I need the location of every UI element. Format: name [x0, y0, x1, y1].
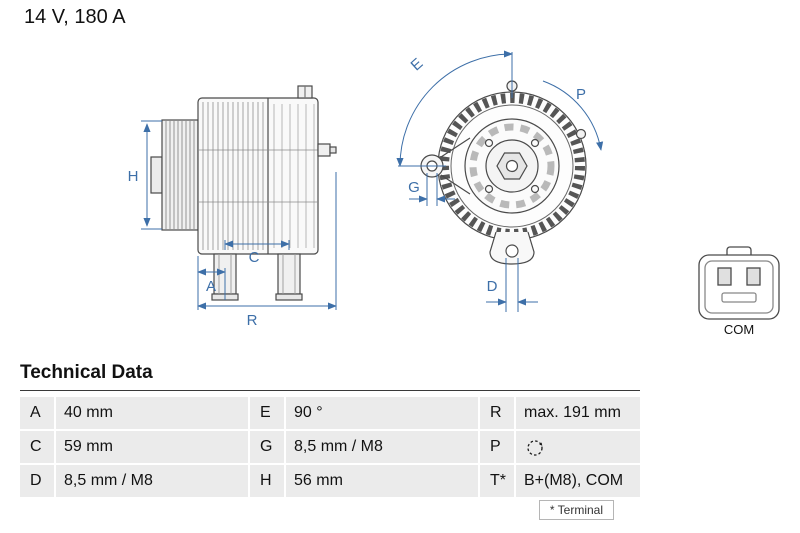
mounting-lug-rear: [277, 253, 301, 295]
b-plus-terminal: [317, 143, 331, 157]
spec-key-P: P: [480, 431, 514, 463]
bottom-lug-hole: [505, 244, 519, 258]
spec-key-C: C: [20, 431, 54, 463]
spec-value-R: max. 191 mm: [516, 397, 640, 429]
dim-G-lines: [426, 173, 438, 206]
spec-key-R: R: [480, 397, 514, 429]
footnote-wrap: * Terminal: [20, 500, 640, 520]
spec-key-T: T*: [480, 465, 514, 497]
spec-value-T: B+(M8), COM: [516, 465, 640, 497]
front-view-dimensions: E P G D: [396, 50, 604, 312]
housing-grooves: [198, 149, 318, 203]
dim-label-R: R: [247, 312, 258, 329]
spec-value-A: 40 mm: [56, 397, 248, 429]
spec-key-E: E: [250, 397, 284, 429]
shaft-center: [505, 159, 519, 173]
alternator-front-view: [420, 80, 587, 265]
side-tab: [575, 128, 587, 140]
cooling-fins: [202, 102, 264, 250]
spec-key-D: D: [20, 465, 54, 497]
connector-slot: [721, 292, 757, 303]
lug-rear-hole-lines: [282, 254, 296, 294]
connector-pin-2: [746, 267, 761, 286]
spec-key-A: A: [20, 397, 54, 429]
spec-value-H: 56 mm: [286, 465, 478, 497]
spec-value-D: 8,5 mm / M8: [56, 465, 248, 497]
dim-label-E: E: [408, 55, 427, 74]
pulley-ribs: [165, 120, 195, 230]
pulley: [161, 119, 199, 231]
spec-key-H: H: [250, 465, 284, 497]
cover-screw: [484, 184, 494, 194]
technical-data-table: A 40 mm E 90 ° R max. 191 mm C 59 mm G 8…: [20, 397, 640, 497]
rotation-clockwise-icon: [527, 440, 543, 456]
alternator-side-view: [150, 85, 337, 301]
connector-inner: [704, 260, 774, 314]
dim-E-arc: [396, 50, 513, 167]
connector-label: COM: [724, 322, 754, 337]
b-plus-stud: [329, 146, 337, 154]
com-connector: COM: [698, 246, 780, 337]
dim-label-A: A: [206, 278, 216, 295]
spec-key-G: G: [250, 431, 284, 463]
dim-D-lines: [505, 258, 519, 312]
mounting-lug-rear-foot: [275, 293, 303, 301]
dim-label-H: H: [128, 168, 139, 185]
dim-H-extensions: [141, 120, 162, 230]
cover-screw: [530, 184, 540, 194]
spec-value-G: 8,5 mm / M8: [286, 431, 478, 463]
rear-fins: [273, 104, 315, 248]
technical-data-heading: Technical Data: [20, 362, 640, 391]
side-view-dimensions: H A C R: [128, 120, 337, 329]
dim-label-G: G: [408, 179, 420, 196]
terminal-footnote: * Terminal: [538, 500, 614, 520]
dim-P-rotation-arc: [542, 80, 604, 151]
dim-label-C: C: [249, 249, 260, 266]
shaft-stub: [150, 156, 163, 194]
dim-label-D: D: [487, 278, 498, 295]
cover-screw: [530, 138, 540, 148]
page-title: 14 V, 180 A: [24, 6, 126, 28]
dim-label-P: P: [576, 86, 586, 103]
technical-drawing: H A C R: [128, 50, 780, 337]
connector-pin-1: [717, 267, 732, 286]
spec-value-E: 90 °: [286, 397, 478, 429]
spec-value-P: [516, 431, 640, 463]
spec-value-C: 59 mm: [56, 431, 248, 463]
connector-body: [698, 254, 780, 320]
